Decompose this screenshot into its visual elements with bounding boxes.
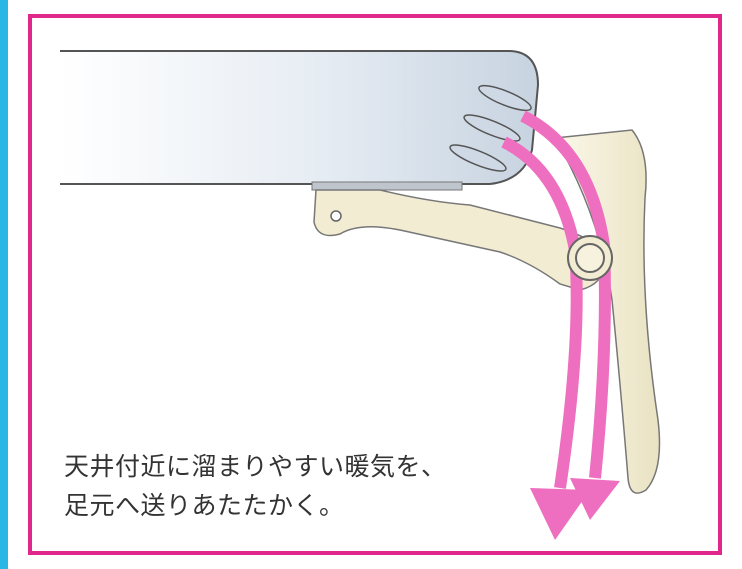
ac-unit-body — [60, 50, 540, 191]
caption-line-2: 足元へ送りあたたかく。 — [64, 491, 345, 520]
vent-slats-icon — [449, 84, 532, 172]
pivot-joint-icon — [567, 235, 613, 281]
airflow-arrowheads — [530, 478, 620, 540]
left-accent-strip — [0, 0, 8, 569]
diagram-caption: 天井付近に溜まりやすい暖気を、 足元へ送りあたたかく。 — [64, 447, 447, 525]
caption-line-1: 天井付近に溜まりやすい暖気を、 — [64, 452, 447, 481]
